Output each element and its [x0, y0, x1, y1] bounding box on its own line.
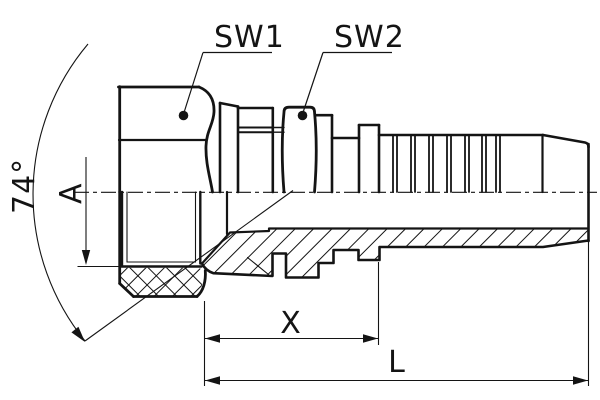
cone-angle-dimension: [32, 43, 294, 342]
leader-dot-sw1: [178, 110, 189, 121]
nipple-section-hatching: [202, 228, 588, 277]
sw1-label: SW1: [214, 20, 285, 55]
angle-arrowhead: [71, 326, 85, 342]
hose-barb-exterior: [377, 133, 590, 243]
sw2-label: SW2: [334, 20, 405, 55]
angle-leg-line: [84, 190, 294, 342]
swivel-nut-outline: [117, 85, 216, 194]
barb-serration-lines: [392, 134, 501, 193]
dim-a-arrowhead: [81, 250, 91, 265]
nipple-exterior-profile: [218, 101, 381, 194]
cone-angle-label: 74°: [7, 158, 42, 214]
dim-x-label: X: [280, 306, 302, 341]
dim-a: [77, 157, 121, 268]
leader-dot-sw2: [297, 110, 308, 121]
dim-l-label: L: [388, 345, 406, 380]
leader-sw1: [178, 51, 272, 121]
leader-sw2: [297, 51, 392, 121]
swivel-nut-section: [118, 190, 207, 298]
dim-a-label: A: [54, 182, 89, 204]
angle-arc: [32, 43, 89, 342]
nut-section-hatching: [121, 267, 203, 296]
dim-l: [204, 241, 590, 386]
dim-x: [203, 262, 380, 386]
